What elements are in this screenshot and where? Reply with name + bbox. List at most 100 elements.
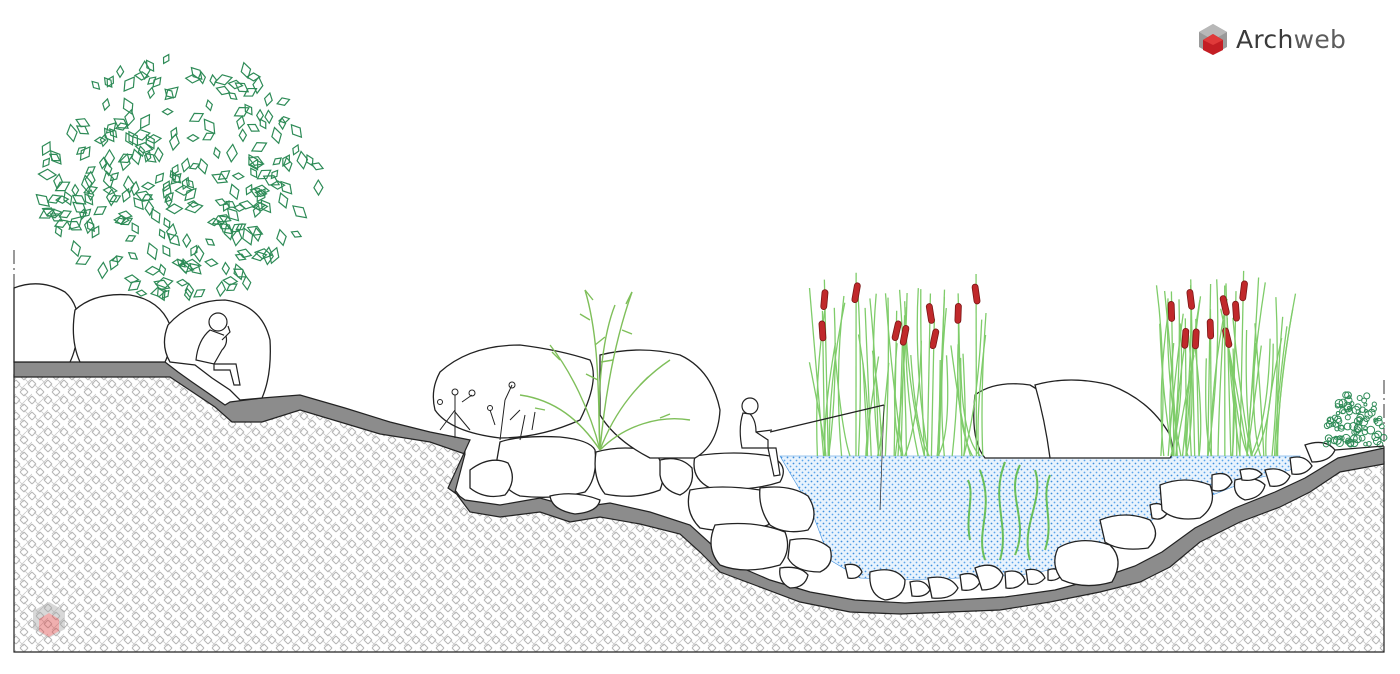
tree-leaf	[186, 133, 200, 143]
tree-leaf	[233, 263, 244, 281]
reed-blade	[872, 293, 880, 457]
tree-leaf	[145, 133, 155, 150]
tree-leaf	[225, 200, 237, 208]
fisherman	[739, 397, 885, 511]
tree-leaf	[103, 148, 116, 168]
tree-leaf	[75, 255, 92, 266]
shrub-leaf	[1332, 421, 1340, 428]
tree-leaf	[147, 76, 157, 85]
reed-blade	[916, 288, 929, 457]
tree-leaf	[193, 288, 206, 298]
reed-blade	[862, 362, 869, 457]
tree-leaf	[103, 161, 113, 177]
tree-leaf	[114, 122, 129, 131]
tree-leaf	[111, 255, 124, 263]
shrub-leaf	[1322, 440, 1330, 448]
tree-leaf	[310, 162, 325, 171]
tree-leaf	[181, 258, 202, 271]
reed-blade	[1253, 342, 1262, 457]
reed-blade	[1192, 334, 1202, 457]
shrub-leaf	[1358, 434, 1366, 442]
tree-leaf	[245, 183, 253, 196]
shrub-leaf	[1371, 401, 1377, 407]
tree-leaf	[91, 80, 101, 90]
tree-leaf	[168, 132, 180, 152]
tree-leaf	[280, 180, 293, 195]
tree-leaf	[247, 156, 265, 166]
tree-leaf	[248, 159, 265, 169]
tree-leaf	[240, 61, 252, 80]
tree-leaf	[244, 103, 253, 116]
cattail-head	[971, 283, 981, 305]
tree-leaf	[269, 180, 286, 190]
tree-leaf	[103, 76, 113, 88]
tree-leaf	[276, 97, 291, 106]
archweb-logo: Archweb	[1196, 22, 1346, 56]
tree-leaf	[66, 220, 83, 231]
reed-blade	[828, 307, 836, 457]
tree-leaf	[134, 142, 154, 154]
tree-leaf	[263, 91, 273, 107]
tree-leaf	[182, 232, 192, 249]
tree-leaf	[124, 108, 135, 127]
cattail-head	[1219, 295, 1230, 316]
shrub-leaf	[1338, 404, 1344, 409]
tree-leaf	[127, 252, 139, 260]
shrub-leaf	[1349, 401, 1355, 407]
reed-clumps	[808, 270, 1297, 457]
brand-name-part1: Arch	[1236, 24, 1294, 54]
tree-leaf	[248, 153, 259, 171]
shrub-leaf	[1344, 414, 1351, 421]
shrub-leaf	[1334, 399, 1344, 408]
tree-leaf	[53, 172, 64, 190]
shrub-leaf	[1323, 422, 1331, 430]
tree-leaf	[211, 215, 229, 226]
tree-leaf	[181, 176, 190, 191]
tree-leaf	[278, 116, 287, 131]
tree-leaf	[234, 82, 250, 93]
tree-leaf	[241, 275, 252, 291]
tree-leaf	[99, 133, 109, 148]
tree-leaf	[170, 172, 182, 185]
cattail-head	[851, 282, 861, 304]
reed-blade	[1160, 315, 1169, 457]
cattail-head	[925, 303, 935, 324]
ornamental-grass	[519, 289, 691, 451]
tree-leaf	[123, 274, 140, 284]
tree-leaf	[177, 262, 195, 273]
cattail-head	[1206, 318, 1215, 340]
shrub-leaf	[1341, 409, 1346, 415]
tree-leaf	[259, 118, 267, 130]
tree-leaf	[164, 194, 173, 208]
tree-leaf	[102, 185, 118, 196]
tree-leaf	[262, 175, 281, 186]
tree-leaf	[162, 180, 171, 193]
tree-leaf	[140, 181, 156, 191]
tree-leaf	[158, 228, 166, 240]
tree-leaf	[116, 64, 125, 79]
tree-leaf	[290, 230, 303, 238]
tree-leaf	[264, 109, 274, 125]
tree-leaf	[164, 86, 179, 101]
shrub-leaf	[1363, 402, 1368, 407]
shrub-leaf	[1338, 398, 1348, 408]
tree-leaf	[213, 146, 221, 160]
tree-leaf	[184, 201, 204, 214]
reed-blade	[834, 349, 851, 457]
tree-leaf	[144, 199, 155, 217]
tree-leaf	[276, 228, 287, 247]
tree-leaf	[97, 261, 109, 280]
shrub-leaf	[1366, 441, 1372, 447]
tree-leaf	[189, 262, 202, 275]
tree-leaf	[256, 169, 272, 180]
tree-leaf	[162, 183, 172, 199]
reed-blade	[1271, 297, 1278, 457]
shrub-leaf	[1353, 426, 1361, 434]
tree-leaf	[215, 85, 232, 96]
tree-leaf	[133, 197, 144, 211]
reed-blade	[1273, 326, 1288, 457]
tree-leaf	[120, 217, 134, 226]
tree-leaf	[123, 76, 135, 93]
tree-leaf	[218, 214, 232, 223]
tree-leaf	[184, 187, 197, 202]
